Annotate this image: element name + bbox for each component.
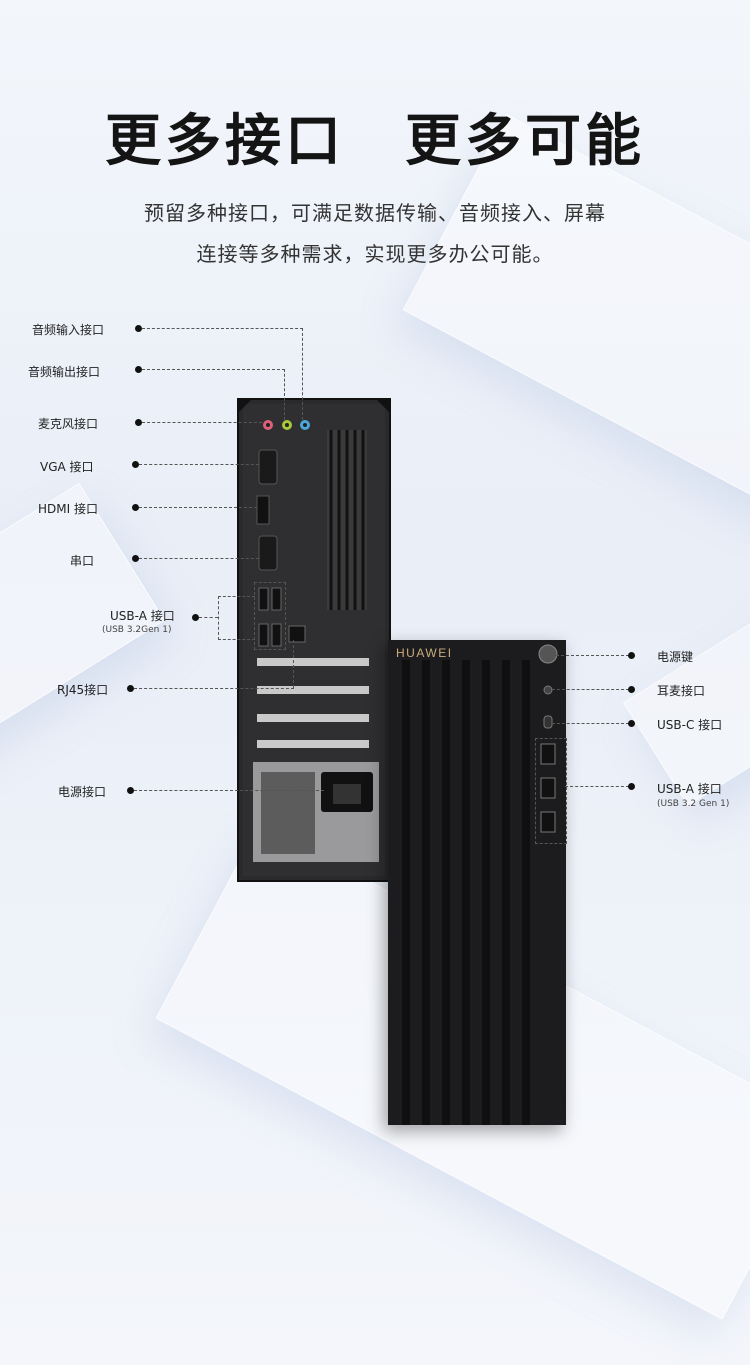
label-usb-a-rear-spec: (USB 3.2Gen 1) [102, 625, 172, 635]
callout-dot-hdmi [132, 504, 139, 511]
leader-hdmi [139, 507, 257, 508]
callout-dot-usb-a-rear [192, 614, 199, 621]
label-power-key: 电源键 [657, 650, 694, 664]
subtitle-line-1: 预留多种接口，可满足数据传输、音频接入、屏幕 [144, 201, 606, 225]
callout-dot-power-key [628, 652, 635, 659]
label-power-port: 电源接口 [58, 785, 107, 799]
leader-headset [552, 689, 629, 690]
label-headset: 耳麦接口 [657, 684, 706, 698]
headline: 更多接口 更多可能 [105, 109, 645, 174]
label-usb-a-front-spec: (USB 3.2 Gen 1) [657, 799, 730, 809]
subtitle-line-2: 连接等多种需求，实现更多办公可能。 [196, 242, 554, 266]
callout-dot-audio-out [135, 366, 142, 373]
label-audio-out: 音频输出接口 [28, 365, 101, 379]
label-mic: 麦克风接口 [38, 417, 99, 431]
leader-usb-c [552, 723, 629, 724]
rear-chassis-image [237, 398, 391, 882]
label-serial: 串口 [70, 554, 95, 568]
bracket-usb-a-rear [218, 596, 255, 640]
leader-vga [139, 464, 259, 465]
leader-audio-out-v [284, 369, 285, 420]
callout-dot-headset [628, 686, 635, 693]
leader-usb-a-front [565, 786, 629, 787]
leader-audio-in-v [302, 328, 303, 420]
label-usb-a-rear: USB-A 接口 [110, 609, 175, 623]
label-vga: VGA 接口 [40, 460, 94, 474]
leader-audio-out [142, 369, 285, 370]
label-audio-in: 音频输入接口 [32, 323, 105, 337]
label-hdmi: HDMI 接口 [38, 502, 98, 516]
leader-audio-in [142, 328, 303, 329]
rear-chassis-art [239, 400, 389, 876]
callout-dot-usb-a-front [628, 783, 635, 790]
leader-serial [139, 558, 259, 559]
leader-power-key [556, 655, 629, 656]
callout-dot-audio-in [135, 325, 142, 332]
background-glass-panel-right [623, 595, 750, 807]
leader-usb-a-rear [199, 617, 218, 618]
leader-rj45-v [293, 640, 294, 688]
callout-dot-usb-c [628, 720, 635, 727]
leader-mic [142, 422, 262, 423]
huawei-logo: HUAWEI [396, 646, 453, 660]
callout-dot-serial [132, 555, 139, 562]
label-rj45: RJ45接口 [57, 683, 109, 697]
leader-rj45 [134, 688, 294, 689]
highlight-usb-a-rear [254, 582, 286, 650]
callout-dot-rj45 [127, 685, 134, 692]
leader-power-port [134, 790, 324, 791]
label-usb-c: USB-C 接口 [657, 718, 723, 732]
front-io-panel [538, 644, 558, 833]
callout-dot-mic [135, 419, 142, 426]
callout-dot-vga [132, 461, 139, 468]
highlight-usb-a-front [535, 738, 567, 844]
callout-dot-power-port [127, 787, 134, 794]
front-tower-image: HUAWEI [388, 640, 566, 1125]
label-usb-a-front: USB-A 接口 [657, 782, 722, 796]
